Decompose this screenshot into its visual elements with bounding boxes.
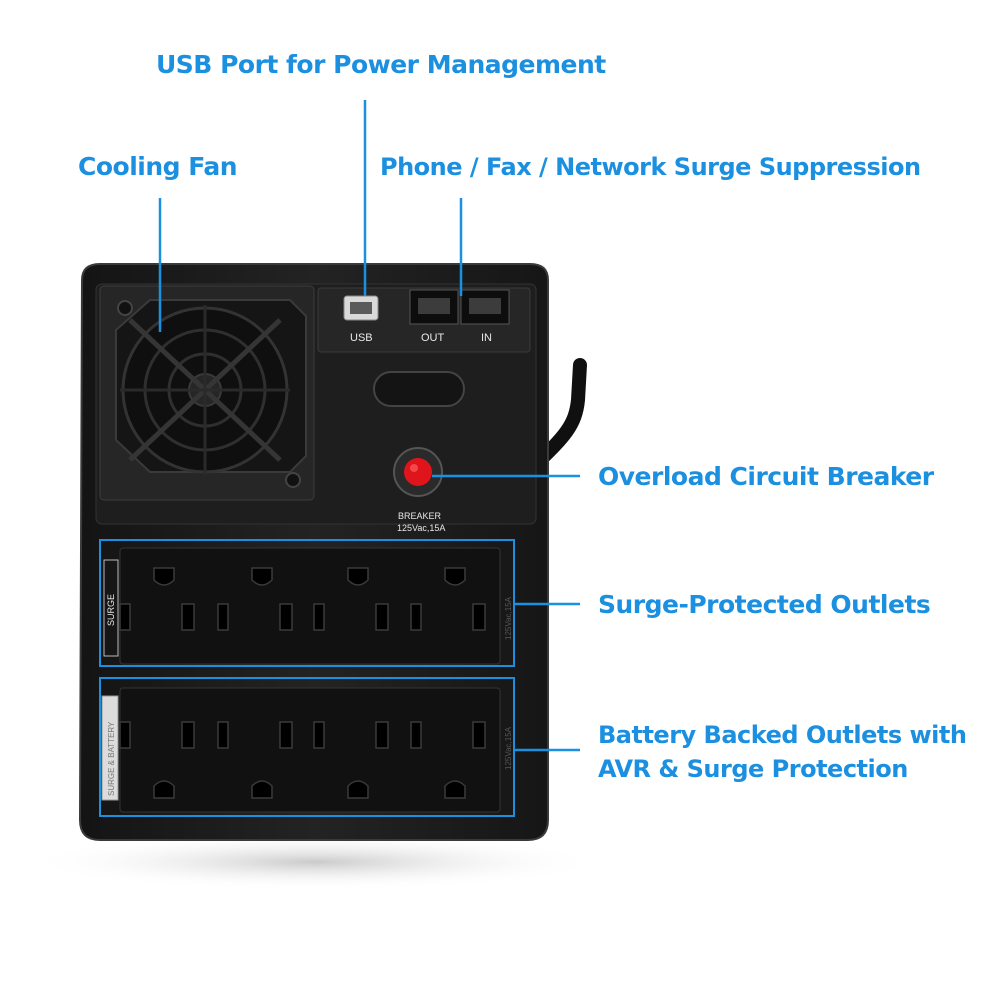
surge-strip-label: SURGE: [106, 594, 116, 626]
battery-outlets-callout-line2: AVR & Surge Protection: [598, 755, 908, 783]
battery-outlets-callout-line1: Battery Backed Outlets with: [598, 721, 967, 749]
battery-outlet-1[interactable]: [119, 721, 195, 799]
battery-outlet-3[interactable]: [313, 721, 389, 799]
surge-outlet-3[interactable]: [313, 567, 389, 631]
surge-outlet-1[interactable]: [119, 567, 195, 631]
surge-outlets-callout: Surge-Protected Outlets: [598, 590, 931, 619]
battery-outlet-strip: [99, 677, 515, 817]
surge-outlet-4[interactable]: [410, 567, 486, 631]
usb-port-callout: USB Port for Power Management: [156, 50, 606, 79]
surge-outlet-2[interactable]: [217, 567, 293, 631]
battery-strip-label: SURGE & BATTERY: [107, 721, 116, 796]
cooling-fan-callout: Cooling Fan: [78, 152, 238, 181]
phone-out-port[interactable]: [409, 289, 459, 325]
battery-outlet-2[interactable]: [217, 721, 293, 799]
breaker-label: BREAKER: [398, 511, 442, 521]
oval-cover: [373, 371, 465, 407]
breaker-callout: Overload Circuit Breaker: [598, 462, 934, 491]
usb-port[interactable]: [343, 295, 379, 321]
surge-outlet-rating: 125Vac,15A: [504, 596, 513, 640]
breaker-rating-label: 125Vac,15A: [397, 523, 445, 533]
phone-in-label: IN: [481, 332, 492, 344]
battery-outlet-4[interactable]: [410, 721, 486, 799]
battery-outlet-rating: 125Vac,15A: [504, 726, 513, 770]
phone-in-port[interactable]: [460, 289, 510, 325]
phone-fax-network-callout: Phone / Fax / Network Surge Suppression: [380, 153, 921, 181]
phone-out-label: OUT: [421, 332, 445, 344]
floor-shadow: [25, 834, 605, 890]
overload-circuit-breaker[interactable]: [393, 447, 443, 497]
surge-outlet-strip: [99, 539, 515, 667]
usb-port-label: USB: [350, 332, 373, 344]
cooling-fan: [99, 285, 315, 501]
